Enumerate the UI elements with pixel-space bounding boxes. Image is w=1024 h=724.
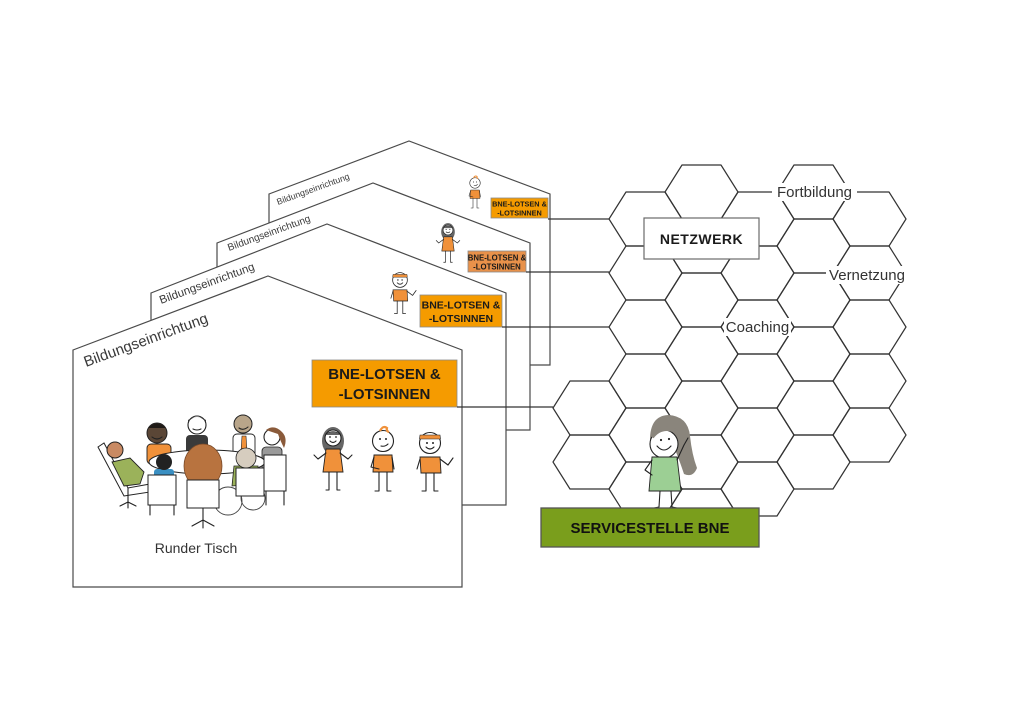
bne-lotsen-line-2: -LOTSINNEN bbox=[339, 386, 431, 403]
bne-lotsen-line-2: -LOTSINNEN bbox=[429, 313, 493, 325]
hex-cell bbox=[664, 164, 739, 220]
label-background bbox=[724, 318, 791, 336]
bne-lotsen-line-1: BNE-LOTSEN & bbox=[492, 200, 547, 209]
offering-label: Coaching bbox=[726, 319, 789, 336]
label-background bbox=[772, 183, 857, 201]
network-box bbox=[643, 217, 760, 260]
network-title: NETZWERK bbox=[660, 231, 743, 247]
hex-cell bbox=[776, 218, 851, 274]
chair bbox=[186, 479, 220, 509]
offering-label: Vernetzung bbox=[829, 267, 905, 284]
chair bbox=[263, 454, 287, 492]
institution-house-1: Bildungseinrichtung BNE-LOTSEN & -LOTSIN… bbox=[72, 275, 463, 588]
hex-cell bbox=[776, 380, 851, 436]
bne-lotsen-line-1: BNE-LOTSEN & bbox=[468, 254, 527, 263]
offering-fortbildung: Fortbildung bbox=[772, 183, 857, 201]
service-center-label: SERVICESTELLE BNE bbox=[571, 520, 730, 537]
bne-lotsen-line-1: BNE-LOTSEN & bbox=[422, 300, 501, 312]
bne-lotsen-line-1: BNE-LOTSEN & bbox=[328, 366, 441, 383]
hex-cell bbox=[832, 407, 907, 463]
bne-lotsen-line-2: -LOTSINNEN bbox=[497, 209, 542, 218]
connectors bbox=[457, 218, 609, 408]
hex-cell bbox=[832, 299, 907, 355]
hex-cell bbox=[608, 299, 683, 355]
offering-vernetzung: Vernetzung bbox=[826, 266, 908, 284]
bne-lotsen-box bbox=[311, 359, 458, 408]
hex-cell bbox=[552, 380, 627, 436]
dress bbox=[648, 456, 682, 492]
person-reclining-chair bbox=[97, 441, 151, 509]
bne-lotsen-box bbox=[419, 294, 503, 328]
hex-cell bbox=[720, 353, 795, 409]
round-table-illustration bbox=[97, 414, 287, 529]
bne-lotsen-box bbox=[490, 197, 549, 219]
bne-lotsen-line-2: -LOTSINNEN bbox=[473, 263, 521, 272]
hex-cell bbox=[608, 353, 683, 409]
hex-cell bbox=[776, 434, 851, 490]
offering-label: Fortbildung bbox=[777, 184, 852, 201]
hex-cell bbox=[552, 434, 627, 490]
offering-coaching: Coaching bbox=[724, 318, 791, 336]
service-center-box: SERVICESTELLE BNE bbox=[540, 507, 760, 548]
label-background bbox=[826, 266, 908, 284]
bne-lotsen-box bbox=[467, 250, 527, 273]
network-title-box: NETZWERK bbox=[643, 217, 760, 260]
round-table-caption: Runder Tisch bbox=[155, 540, 237, 556]
hex-cell bbox=[720, 407, 795, 463]
service-center-background bbox=[540, 507, 760, 548]
service-center-figure bbox=[644, 415, 697, 509]
chair bbox=[147, 474, 177, 506]
chair bbox=[235, 467, 265, 497]
hex-cell bbox=[832, 353, 907, 409]
